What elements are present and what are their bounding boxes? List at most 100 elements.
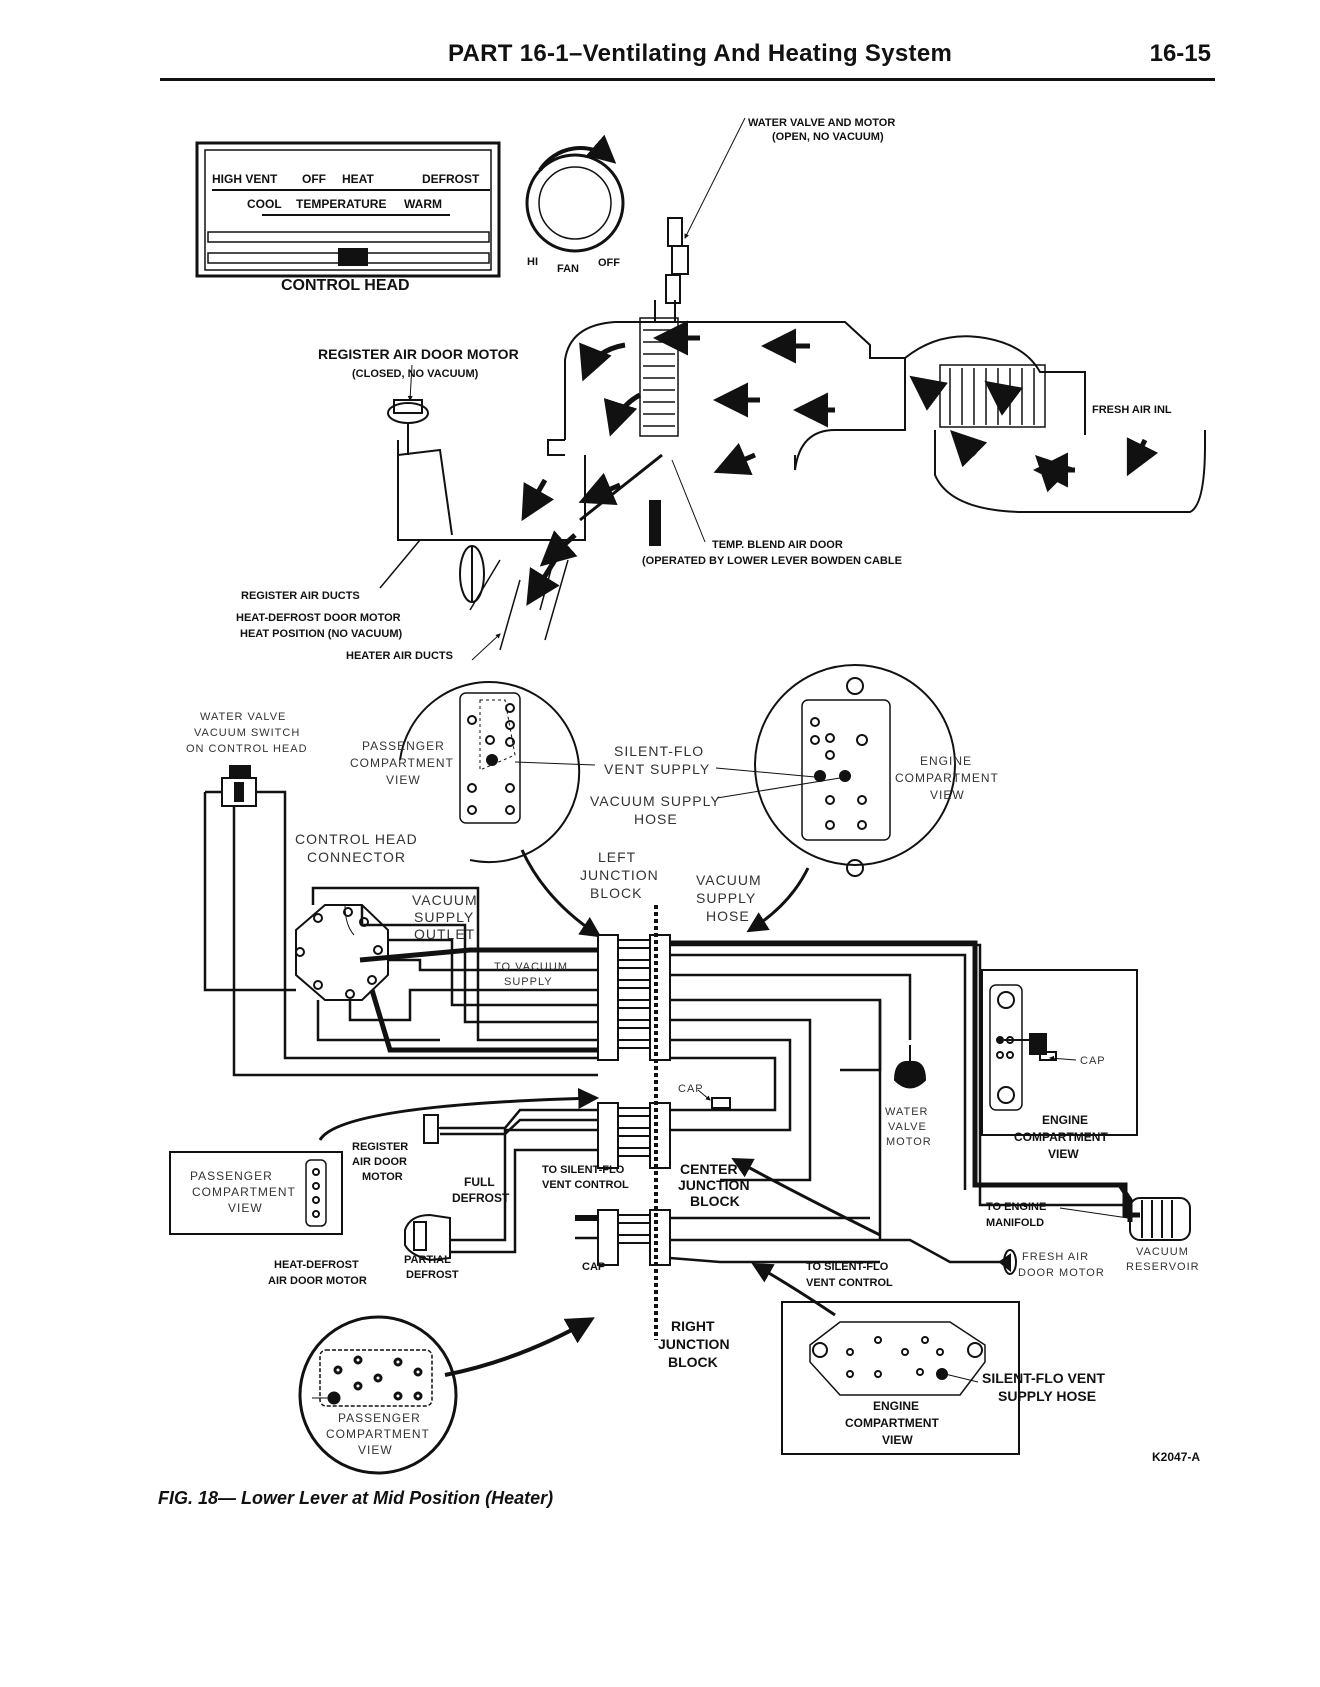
water-valve-motor-label: WATER VALVE AND MOTOR [748,117,895,129]
engine-view-right-3: VIEW [1048,1147,1079,1161]
pass-view-top-3: VIEW [386,773,421,787]
heat-defrost-door-motor-upper [459,545,485,603]
control-head-temperature: TEMPERATURE [296,197,386,211]
pass-view-bottom-1: PASSENGER [338,1411,421,1425]
figure-caption: FIG. 18— Lower Lever at Mid Position (He… [158,1488,553,1509]
wv-switch-label-2: VACUUM SWITCH [194,727,300,739]
heater-air-ducts-label: HEATER AIR DUCTS [346,650,453,662]
left-jb-1: LEFT [598,849,636,865]
center-jb-2: JUNCTION [678,1177,750,1193]
fan-label: FAN [557,263,579,275]
passenger-connector-view-top [399,681,581,863]
center-junction-block [597,1102,671,1169]
right-jb-3: BLOCK [668,1354,718,1370]
vacuum-lines-left [203,790,598,1077]
engine-view-top-1: ENGINE [920,754,972,768]
engine-compartment-view-right [981,969,1138,1136]
to-vacuum-supply-1: TO VACUUM [494,961,568,973]
vs-outlet-1: VACUUM [412,892,478,908]
vs-hose-2-1: VACUUM [696,872,762,888]
left-jb-2: JUNCTION [580,867,659,883]
temp-blend-door-label: TEMP. BLEND AIR DOOR [712,539,843,551]
vac-reservoir-2: RESERVOIR [1126,1261,1200,1273]
control-head-label: CONTROL HEAD [281,277,410,294]
pass-view-left-3: VIEW [228,1201,263,1215]
page-header: PART 16-1–Ventilating And Heating System… [160,36,1215,81]
figure-code: K2047-A [1152,1450,1201,1464]
page-number: 16-15 [1149,40,1211,67]
left-jb-3: BLOCK [590,885,642,901]
water-valve-motor-state: (OPEN, NO VACUUM) [772,131,884,143]
connector-view-arrows [520,849,810,938]
vs-outlet-3: OUTLET [414,926,475,942]
heat-position-label: HEAT POSITION (NO VACUUM) [240,628,402,640]
cap-label-engine: CAP [1080,1055,1106,1067]
reg-motor-3: MOTOR [362,1171,403,1183]
engine-view-top-3: VIEW [930,788,965,802]
temperature-lever-knob [338,248,368,266]
partial-defrost-1: PARTIAL [404,1254,451,1266]
silent-flo-label-1: SILENT-FLO [614,743,704,759]
heat-defrost-motor-lower [404,1213,451,1262]
fan-hi-label: HI [527,256,538,268]
wv-motor-label-2: VALVE [888,1121,927,1133]
reg-motor-2: AIR DOOR [352,1156,407,1168]
vs-hose-2-2: SUPPLY [696,890,756,906]
wv-motor-label-1: WATER [885,1106,929,1118]
sf-supply-hose-2: SUPPLY HOSE [998,1388,1096,1404]
to-engine-manifold-2: MANIFOLD [986,1217,1044,1229]
heater-case [379,317,1206,651]
water-valve-upper [654,117,746,322]
passenger-compartment-view-left [169,1151,343,1235]
register-air-door-state: (CLOSED, NO VACUUM) [352,368,479,380]
control-head: HIGH VENT OFF HEAT DEFROST COOL TEMPERAT… [195,141,501,294]
fresh-air-door-motor [998,1249,1017,1275]
water-valve-vacuum-switch [221,765,257,807]
vacuum-lines-right [669,943,1132,1264]
register-air-door-motor-lower [423,1114,445,1144]
sf-supply-hose-1: SILENT-FLO VENT [982,1370,1105,1386]
right-jb-2: JUNCTION [658,1336,730,1352]
ch-connector-2: CONNECTOR [307,849,406,865]
right-junction-block [597,1209,671,1266]
register-air-door-motor-upper [387,364,429,455]
vacuum-supply-hose-1: VACUUM SUPPLY [590,793,721,809]
register-air-door-motor-label: REGISTER AIR DOOR MOTOR [318,346,519,362]
to-sf-vent-1: TO SILENT-FLO [542,1164,625,1176]
control-head-warm: WARM [404,197,442,211]
control-head-high-vent: HIGH VENT [212,172,278,186]
vs-outlet-2: SUPPLY [414,909,474,925]
center-jb-1: CENTER [680,1161,738,1177]
figure-caption-text: — Lower Lever at Mid Position (Heater) [218,1488,554,1508]
water-valve-motor-lower [893,1045,927,1089]
engine-view-right-1: ENGINE [1042,1113,1088,1127]
pass-view-top-2: COMPARTMENT [350,756,454,770]
engine-view-bottom-1: ENGINE [873,1399,919,1413]
full-defrost-2: DEFROST [452,1191,510,1205]
to-sf-vent-2-1: TO SILENT-FLO [806,1261,889,1273]
engine-connector-view-top [754,664,956,877]
vs-hose-2-3: HOSE [706,908,750,924]
center-jb-3: BLOCK [690,1193,740,1209]
wv-switch-label-1: WATER VALVE [200,711,286,723]
page-title: PART 16-1–Ventilating And Heating System [448,40,953,67]
engine-view-right-2: COMPARTMENT [1014,1130,1108,1144]
engine-compartment-view-bottom [751,1262,1020,1455]
wv-motor-label-3: MOTOR [886,1136,932,1148]
fan-off-label: OFF [598,257,620,269]
wv-switch-label-3: ON CONTROL HEAD [186,743,308,755]
fresh-air-motor-2: DOOR MOTOR [1018,1267,1105,1279]
control-head-off: OFF [302,172,326,186]
heat-defrost-door-motor-label: HEAT-DEFROST DOOR MOTOR [236,612,401,624]
left-junction-block [597,934,671,1061]
heat-defrost-motor-2: AIR DOOR MOTOR [268,1275,367,1287]
vac-reservoir-1: VACUUM [1136,1246,1189,1258]
to-vacuum-supply-2: SUPPLY [504,976,553,988]
pass-view-bottom-2: COMPARTMENT [326,1427,430,1441]
ch-connector-1: CONTROL HEAD [295,831,418,847]
cap-center [697,1089,731,1109]
partial-defrost-2: DEFROST [406,1269,459,1281]
control-head-defrost: DEFROST [422,172,480,186]
vacuum-supply-hose-2: HOSE [634,811,678,827]
